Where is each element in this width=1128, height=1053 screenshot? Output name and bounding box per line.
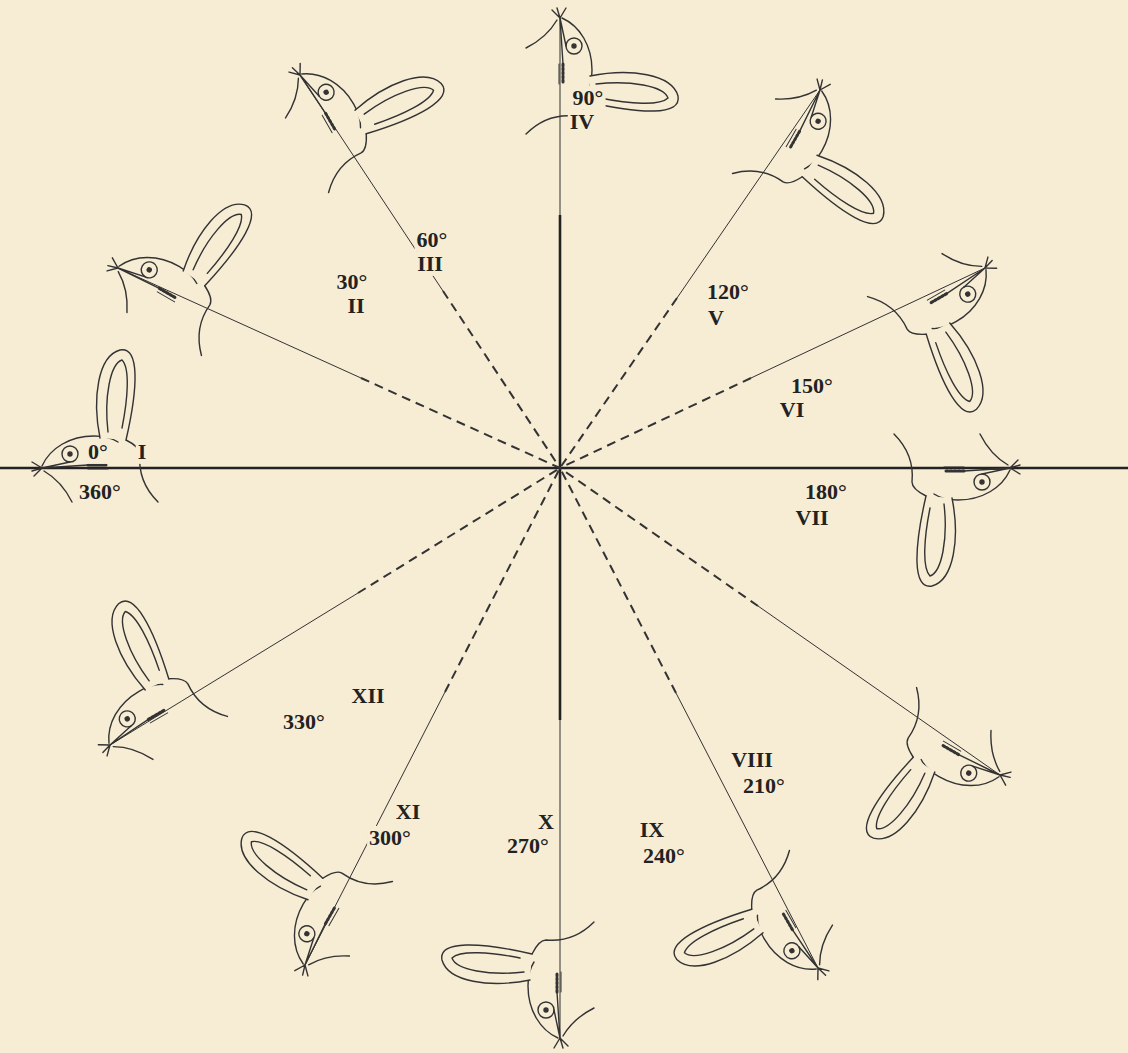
angle-label: 120° — [705, 280, 751, 304]
angle-label: 210° — [741, 774, 787, 798]
angle-label: XII — [349, 684, 386, 708]
angle-label: 330° — [281, 710, 327, 734]
angle-label: V — [706, 306, 726, 330]
angle-label: 60° — [415, 228, 450, 252]
angle-label: 90° — [571, 86, 606, 110]
angle-label: III — [415, 252, 445, 276]
angle-label: VIII — [729, 748, 775, 772]
angle-label: 0° — [86, 440, 110, 464]
angle-label: 300° — [367, 826, 413, 850]
angle-label: I — [136, 440, 149, 464]
vertical-axis — [560, 18, 561, 1038]
angle-label: 180° — [803, 480, 849, 504]
angle-label: VI — [778, 398, 806, 422]
angle-label: II — [345, 294, 366, 318]
angle-label: X — [536, 810, 556, 834]
angle-label: 30° — [335, 270, 370, 294]
angle-label: 270° — [505, 834, 551, 858]
angle-label: 240° — [641, 844, 687, 868]
angle-label: IX — [638, 818, 666, 842]
angle-label: 360° — [77, 480, 123, 504]
angle-label: VII — [793, 506, 830, 530]
rabbit-heads — [32, 7, 1053, 1048]
angle-label: 150° — [789, 374, 835, 398]
angle-label: IV — [568, 110, 596, 134]
angle-label: XI — [394, 800, 422, 824]
